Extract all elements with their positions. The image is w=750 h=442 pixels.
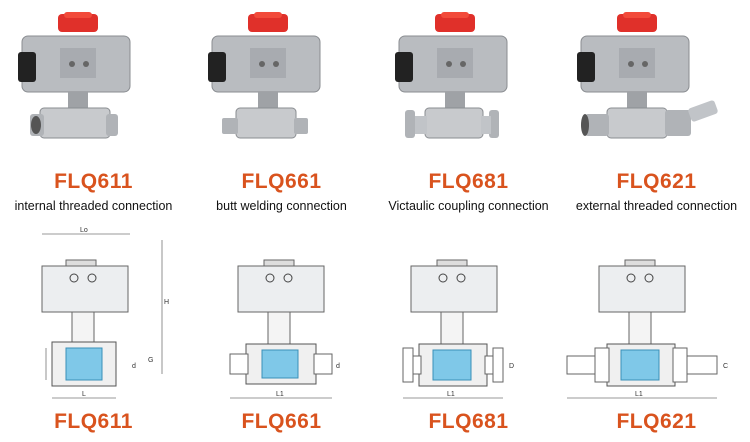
ball-valve-icon <box>30 107 118 139</box>
model-label: FLQ681 <box>428 170 509 193</box>
dim-label-d: d <box>132 363 136 370</box>
dim-label-lo: Lo <box>80 227 88 234</box>
technical-drawing-flq661: d L1 <box>229 259 340 399</box>
product-photo-flq661 <box>208 12 321 139</box>
dim-label-l: L <box>82 391 86 398</box>
connection-label: external threaded connection <box>575 199 738 213</box>
model-label: FLQ621 <box>616 170 697 193</box>
model-label-drawing: FLQ681 <box>428 410 509 433</box>
dim-label-l1: L1 <box>276 391 284 398</box>
ball-valve-icon <box>405 107 499 139</box>
dim-label-l1: L1 <box>447 391 455 398</box>
ball-valve-icon <box>222 107 308 139</box>
connection-label: internal threaded connection <box>14 199 173 213</box>
model-label-drawing: FLQ611 <box>54 410 133 433</box>
pneumatic-actuator-icon <box>577 12 690 110</box>
connection-label: Victaulic coupling connection <box>388 199 549 213</box>
technical-drawing-flq621: C L1 <box>566 259 728 399</box>
dim-label-h: H <box>164 299 169 306</box>
pneumatic-actuator-icon <box>208 12 321 110</box>
pneumatic-actuator-icon <box>18 12 131 110</box>
product-photo-flq621 <box>577 12 718 139</box>
product-photo-flq611 <box>18 12 131 139</box>
model-label: FLQ661 <box>241 170 322 193</box>
dim-label-l1: L1 <box>635 391 643 398</box>
pneumatic-actuator-icon <box>395 12 508 110</box>
dim-label-g: G <box>148 357 153 364</box>
model-label: FLQ611 <box>54 170 133 193</box>
product-photo-flq681 <box>395 12 508 139</box>
connection-label: butt welding connection <box>216 199 347 213</box>
model-label-drawing: FLQ621 <box>616 410 697 433</box>
dim-label-d: d <box>336 363 340 370</box>
dim-label-c: C <box>723 363 728 370</box>
dim-label-d-upper: D <box>509 363 514 370</box>
technical-drawing-flq611: Lo H d G L <box>41 227 169 399</box>
technical-drawing-flq681: D L1 <box>402 259 514 399</box>
ball-valve-icon <box>581 100 718 139</box>
model-label-drawing: FLQ661 <box>241 410 322 433</box>
